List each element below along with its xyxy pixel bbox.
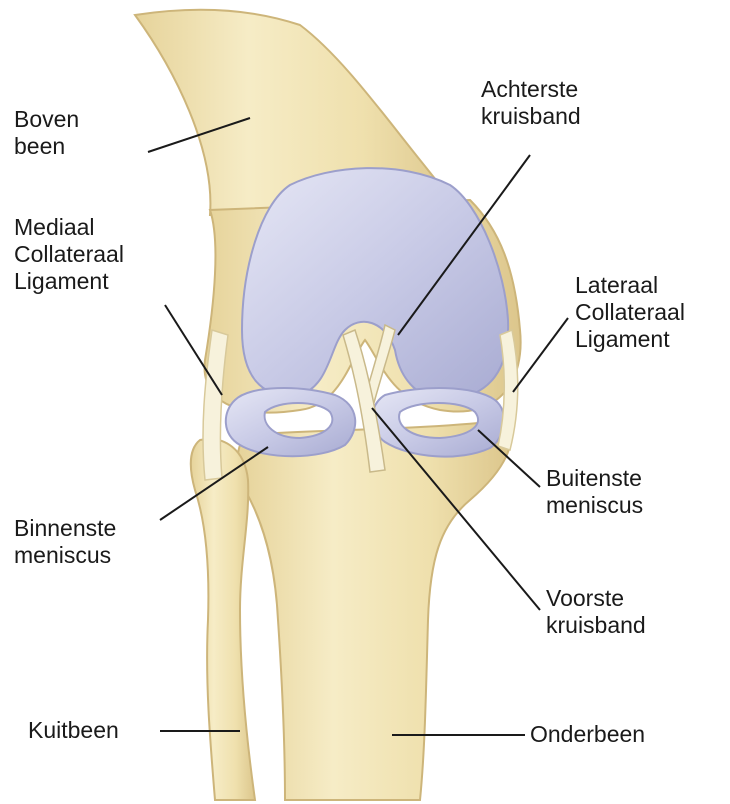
label-bovenbeen: Boven been	[14, 106, 79, 160]
label-buitenste-meniscus: Buitenste meniscus	[546, 465, 643, 519]
lateral-meniscus	[372, 388, 504, 457]
label-achterste-kruisband: Achterste kruisband	[481, 76, 581, 130]
leader-lateraal-collateraal-ligament	[513, 318, 568, 392]
medial-meniscus	[226, 388, 355, 456]
label-lateraal-collateraal-ligament: Lateraal Collateraal Ligament	[575, 272, 685, 353]
label-binnenste-meniscus: Binnenste meniscus	[14, 515, 116, 569]
label-voorste-kruisband: Voorste kruisband	[546, 585, 646, 639]
label-onderbeen: Onderbeen	[530, 721, 645, 748]
label-kuitbeen: Kuitbeen	[28, 717, 119, 744]
tibia	[238, 420, 511, 800]
label-mediaal-collateraal-ligament: Mediaal Collateraal Ligament	[14, 214, 124, 295]
